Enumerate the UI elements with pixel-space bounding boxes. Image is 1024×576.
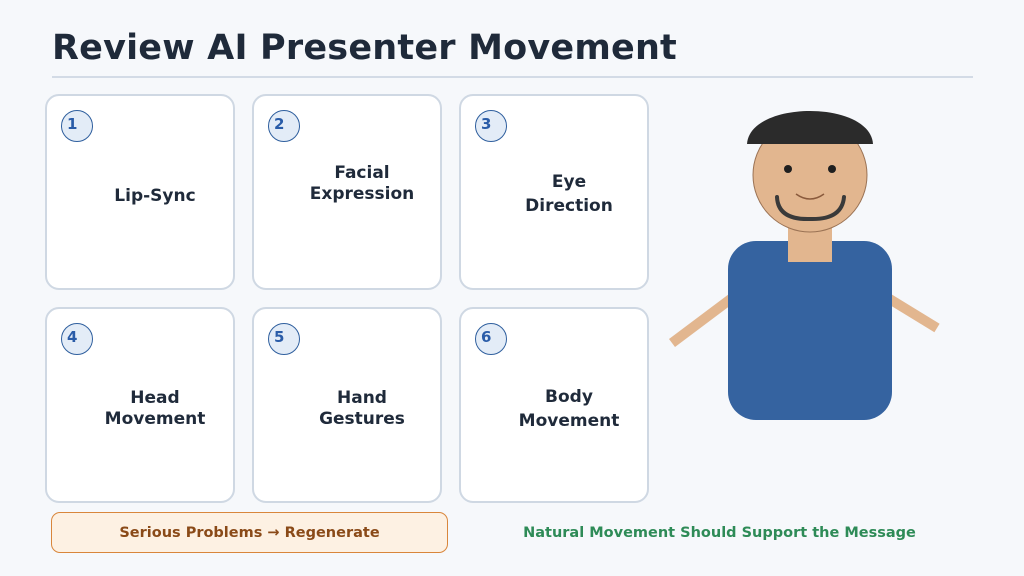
number-badge: 3 bbox=[475, 110, 507, 142]
right-eye bbox=[828, 165, 836, 173]
left-eye bbox=[784, 165, 792, 173]
number-badge: 4 bbox=[61, 323, 93, 355]
presenter-avatar-illustration bbox=[669, 111, 940, 420]
mouth-beard bbox=[775, 195, 846, 222]
number-badge: 5 bbox=[268, 323, 300, 355]
card-lip-sync: 1 Lip-Sync bbox=[45, 94, 235, 290]
hair bbox=[747, 111, 873, 144]
card-label: Lip-Sync bbox=[114, 185, 196, 206]
page-title: Review AI Presenter Movement bbox=[52, 28, 677, 68]
title-divider bbox=[52, 76, 973, 78]
card-label: Hand Gestures bbox=[319, 388, 405, 429]
card-facial-expression: 2 Facial Expression bbox=[252, 94, 442, 290]
regenerate-warning: Serious Problems → Regenerate bbox=[51, 512, 448, 553]
number-badge: 6 bbox=[475, 323, 507, 355]
card-body-movement: 6 Body Movement bbox=[459, 307, 649, 503]
number-badge: 2 bbox=[268, 110, 300, 142]
left-arm bbox=[669, 294, 735, 347]
card-label: Body Movement bbox=[518, 387, 620, 431]
torso bbox=[728, 241, 892, 420]
card-label: Head Movement bbox=[104, 388, 206, 429]
card-eye-direction: 3 Eye Direction bbox=[459, 94, 649, 290]
card-label: Facial Expression bbox=[309, 163, 415, 204]
card-hand-gestures: 5 Hand Gestures bbox=[252, 307, 442, 503]
number-badge: 1 bbox=[61, 110, 93, 142]
right-arm bbox=[885, 293, 940, 333]
card-head-movement: 4 Head Movement bbox=[45, 307, 235, 503]
natural-movement-note: Natural Movement Should Support the Mess… bbox=[523, 524, 916, 541]
card-label: Eye Direction bbox=[525, 172, 613, 216]
nose bbox=[795, 193, 825, 200]
